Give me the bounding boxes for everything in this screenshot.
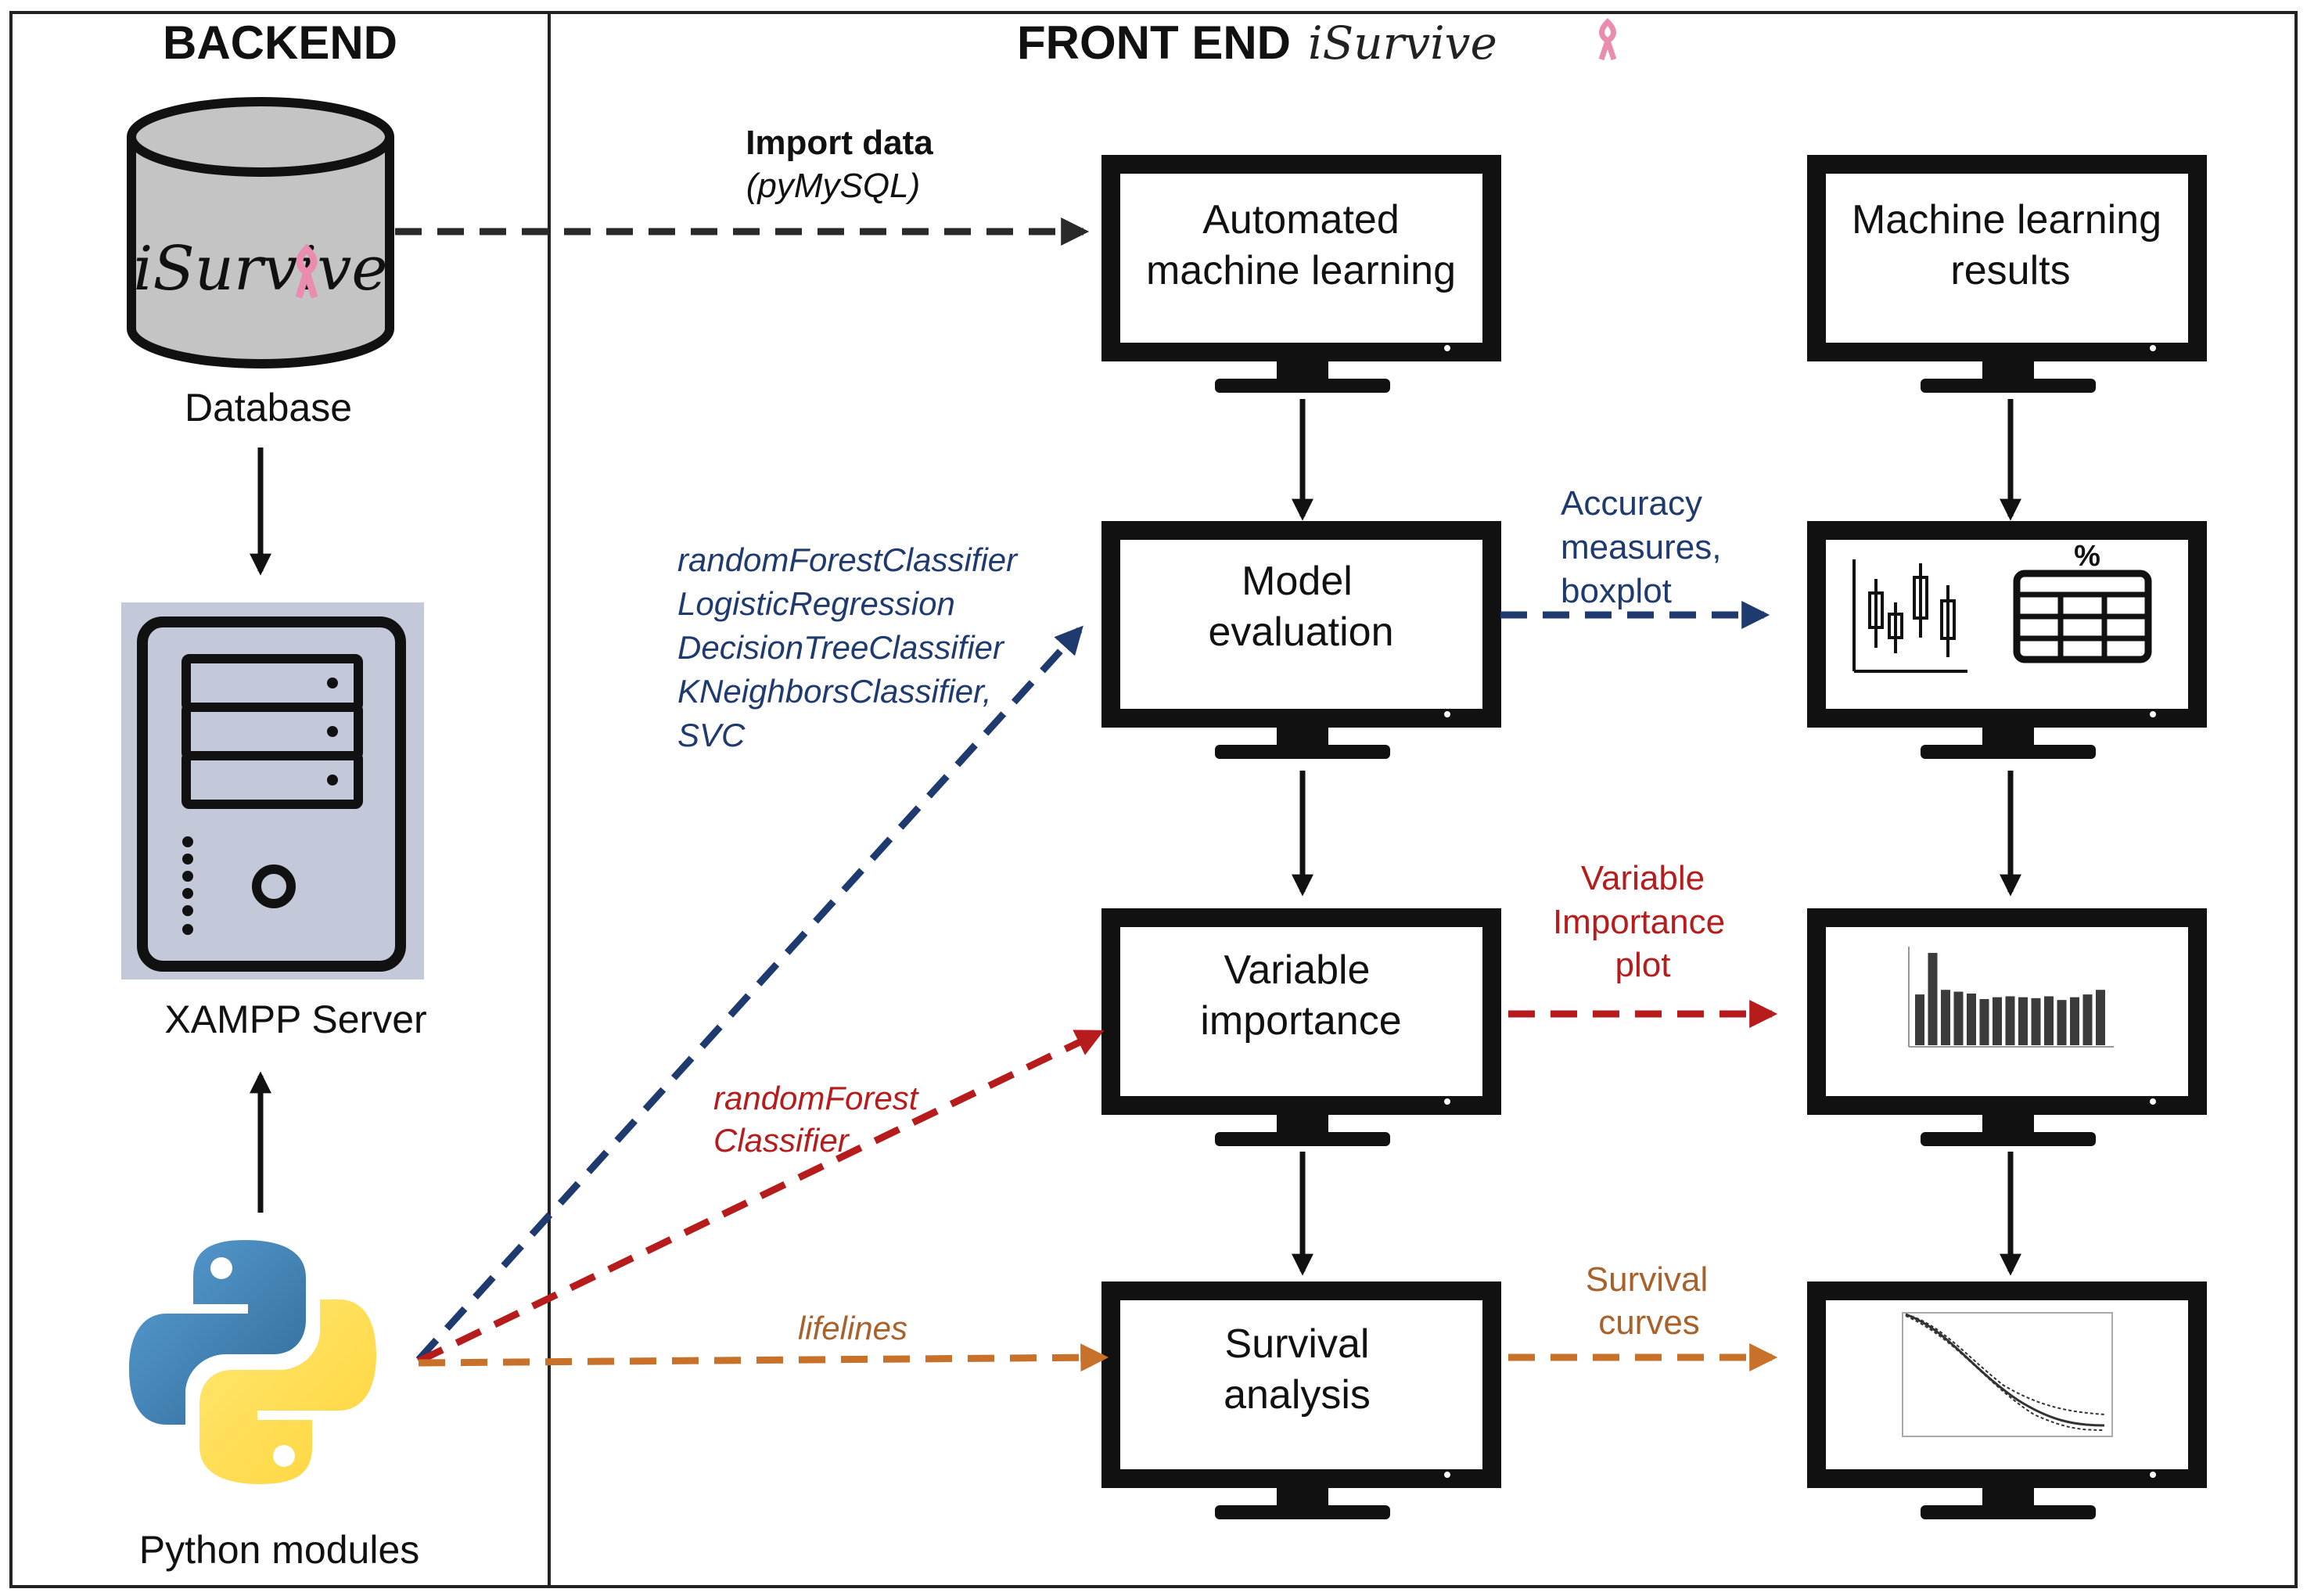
classifier-2: LogisticRegression [677, 585, 955, 622]
boxplot-chart-icon [1852, 559, 1967, 673]
outer-frame [9, 11, 2298, 1588]
importance-bar [1993, 997, 2002, 1045]
survival-curves-line-1: Survival [1586, 1260, 1709, 1299]
eval-line-2: evaluation [1208, 609, 1393, 655]
accuracy-line-3: boxplot [1561, 572, 1672, 610]
database-label: Database [185, 386, 352, 430]
importance-bar [2096, 990, 2105, 1045]
survival-curves-line-2: curves [1598, 1303, 1700, 1342]
monitor-survival-curves [1807, 1281, 2207, 1519]
classifier-5: SVC [677, 717, 746, 753]
importance-bar [1928, 953, 1938, 1045]
monitor-importance-plot [1807, 908, 2207, 1146]
lifelines-arrow [418, 1343, 1109, 1372]
table-percent-symbol: % [2074, 540, 2100, 573]
database-cylinder-icon: iSurvive [127, 97, 394, 368]
importance-bar [2070, 997, 2079, 1045]
bar-chart-icon [1908, 947, 2114, 1048]
classifiers-arrow [415, 625, 1083, 1363]
importance-bar [2005, 996, 2015, 1045]
server-label: XAMPP Server [164, 998, 426, 1041]
importance-bar [1979, 999, 1989, 1045]
rf-classifier-line-2: Classifier [713, 1122, 850, 1159]
monitor-accuracy-output: % [1807, 521, 2207, 759]
survival-curve-icon [1902, 1312, 2113, 1437]
database-ribbon-icon [295, 243, 318, 299]
results-line-2: results [1950, 248, 2070, 293]
importance-bar [1941, 990, 1950, 1045]
importance-bar [2057, 1000, 2067, 1045]
surv-line-2: analysis [1224, 1372, 1371, 1418]
classifier-3: DecisionTreeClassifier [677, 629, 1005, 666]
surv-line-1: Survival [1225, 1321, 1370, 1367]
importance-bar [2044, 996, 2054, 1045]
results-line-1: Machine learning [1852, 197, 2161, 243]
accuracy-line-2: measures, [1561, 528, 1721, 566]
automl-line-1: Automated [1202, 197, 1400, 243]
backend-title: BACKEND [163, 16, 397, 69]
monitor-model-evaluation: Model evaluation [1101, 521, 1501, 759]
importance-bar [2031, 998, 2041, 1045]
python-logo-icon [129, 1240, 376, 1484]
import-data-module: (pyMySQL) [746, 167, 920, 205]
importance-bar [1953, 991, 1964, 1045]
pink-ribbon-icon [1598, 18, 1617, 61]
classifier-4: KNeighborsClassifier, [677, 673, 992, 710]
import-data-title: Import data [746, 124, 933, 162]
table-grid-icon: % [2013, 540, 2152, 663]
varimp-plot-line-3: plot [1615, 946, 1671, 984]
importance-bar [1915, 994, 1924, 1045]
monitor-automated-ml: Automated machine learning [1101, 155, 1501, 393]
database-logo: iSurvive [133, 234, 387, 304]
varimp-plot-line-1: Variable [1581, 859, 1705, 897]
monitor-survival-analysis: Survival analysis [1101, 1281, 1501, 1519]
importance-bar [1967, 993, 1976, 1045]
frontend-logo: iSurvive [1308, 16, 1497, 70]
automl-line-2: machine learning [1146, 248, 1456, 293]
python-label: Python modules [139, 1528, 420, 1572]
varimp-line-1: Variable [1224, 947, 1371, 993]
accuracy-line-1: Accuracy [1561, 484, 1702, 523]
eval-line-1: Model [1242, 559, 1353, 604]
rf-classifier-line-1: randomForest [713, 1080, 920, 1116]
varimp-plot-line-2: Importance [1553, 903, 1725, 941]
server-tower-icon [121, 602, 424, 980]
importance-bar [2082, 994, 2093, 1045]
frontend-title: FRONT END [1017, 16, 1291, 69]
monitor-ml-results: Machine learning results [1807, 155, 2207, 393]
lifelines-label: lifelines [798, 1310, 907, 1346]
monitor-variable-importance: Variable importance [1101, 908, 1501, 1146]
classifier-1: randomForestClassifier [677, 541, 1019, 578]
importance-bar [2018, 997, 2028, 1045]
varimp-line-2: importance [1200, 998, 1401, 1044]
